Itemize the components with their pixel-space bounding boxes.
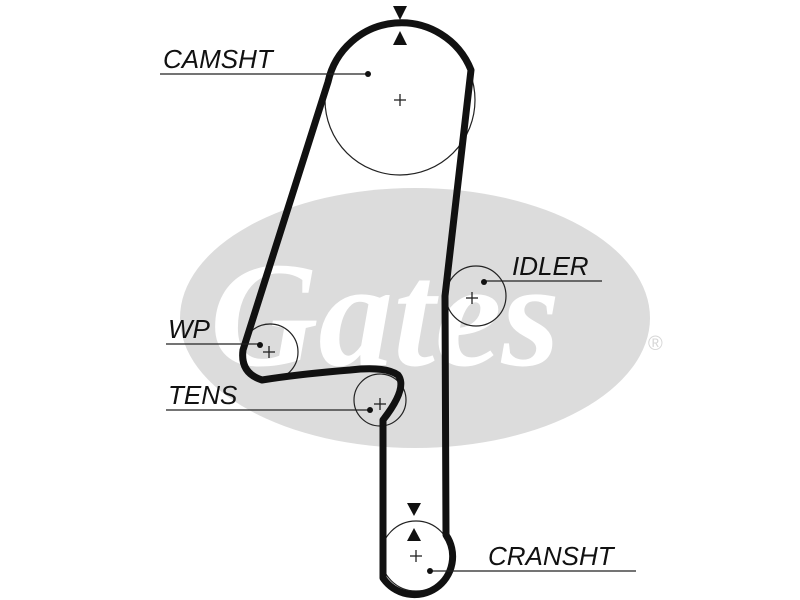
- tensioner-leader-dot: [367, 407, 373, 413]
- timing-belt: [239, 19, 475, 599]
- crankshaft-mark-down-triangle: [407, 503, 421, 516]
- crankshaft-mark-up-triangle: [407, 528, 421, 541]
- camshaft-label: CAMSHT: [163, 44, 275, 74]
- camshaft-mark-up-triangle: [393, 31, 407, 45]
- crankshaft-label: CRANSHT: [488, 541, 616, 571]
- watermark-ellipse: [180, 188, 650, 448]
- water-pump-label: WP: [168, 314, 211, 344]
- camshaft-timing-mark: [393, 6, 407, 45]
- idler-leader-dot: [481, 279, 487, 285]
- crankshaft-leader-dot: [427, 568, 433, 574]
- tensioner-label: TENS: [168, 380, 238, 410]
- camshaft-mark-down-triangle: [393, 6, 407, 20]
- water-pump-leader-dot: [257, 342, 263, 348]
- idler-label: IDLER: [512, 251, 589, 281]
- crankshaft-timing-mark: [407, 503, 421, 541]
- pulley-center-crosses: [263, 94, 478, 562]
- gates-watermark: Gates ®: [180, 188, 663, 448]
- watermark-registered-mark: ®: [648, 333, 663, 355]
- camshaft-leader-dot: [365, 71, 371, 77]
